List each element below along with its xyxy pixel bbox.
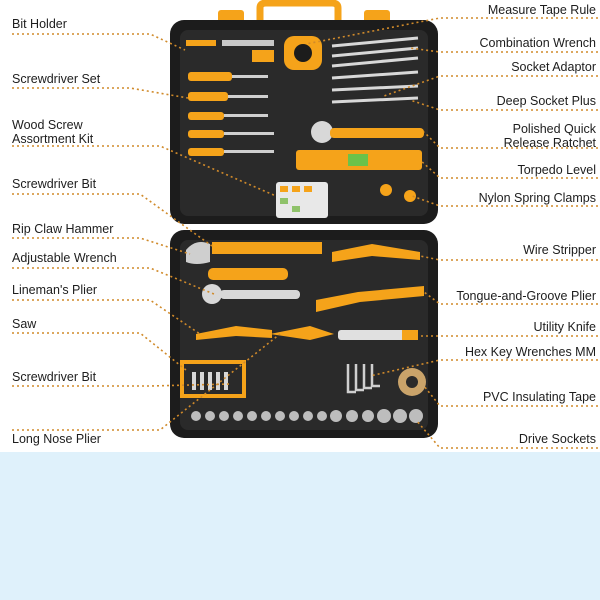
leader-lines bbox=[12, 17, 598, 449]
label-socket-adaptor: Socket Adaptor bbox=[511, 60, 596, 74]
label-tongue-groove-plier: Tongue-and-Groove Plier bbox=[456, 289, 596, 303]
label-deep-socket-plus: Deep Socket Plus bbox=[496, 94, 596, 108]
label-screwdriver-set: Screwdriver Set bbox=[12, 72, 101, 86]
label-rip-claw-hammer: Rip Claw Hammer bbox=[12, 222, 114, 236]
utility-knife bbox=[338, 330, 418, 340]
label-bit-holder: Bit Holder bbox=[12, 17, 67, 31]
label-torpedo-level: Torpedo Level bbox=[517, 163, 596, 177]
hammer-handle bbox=[208, 268, 288, 280]
wood-screw-box bbox=[276, 182, 328, 218]
hex-keys bbox=[346, 364, 380, 394]
label-wood-screw-kit: Wood Screw Assortment Kit bbox=[12, 118, 94, 146]
label-saw: Saw bbox=[12, 317, 37, 331]
label-hex-key-wrenches: Hex Key Wrenches MM bbox=[464, 345, 596, 359]
long-nose-plier bbox=[270, 326, 334, 340]
bit-strip bbox=[212, 242, 322, 254]
wire-stripper bbox=[332, 244, 420, 262]
tongue-groove-plier bbox=[316, 286, 424, 312]
ratchet-handle bbox=[330, 128, 424, 138]
label-drive-sockets: Drive Sockets bbox=[518, 432, 596, 446]
label-screwdriver-bit-bottom: Screwdriver Bit bbox=[12, 370, 97, 384]
label-wire-stripper: Wire Stripper bbox=[523, 243, 596, 257]
label-long-nose-plier: Long Nose Plier bbox=[12, 432, 101, 446]
adjustable-wrench-handle bbox=[220, 290, 300, 299]
screwdriver-row bbox=[188, 72, 274, 156]
label-linemans-plier: Lineman's Plier bbox=[12, 283, 98, 297]
label-adjustable-wrench: Adjustable Wrench bbox=[12, 251, 117, 265]
label-pvc-tape: PVC Insulating Tape bbox=[482, 390, 596, 404]
label-polished-ratchet: Polished Quick Release Ratchet bbox=[503, 122, 596, 150]
label-measure-tape-rule: Measure Tape Rule bbox=[487, 3, 596, 17]
label-screwdriver-bit-top: Screwdriver Bit bbox=[12, 177, 97, 191]
label-utility-knife: Utility Knife bbox=[533, 320, 596, 334]
combination-wrenches bbox=[331, 36, 419, 104]
lineman-plier bbox=[196, 326, 272, 340]
drive-sockets bbox=[191, 409, 423, 423]
hammer-head bbox=[186, 242, 210, 264]
label-nylon-spring-clamps: Nylon Spring Clamps bbox=[478, 191, 596, 205]
toolbox-handle bbox=[256, 0, 342, 22]
label-combination-wrench: Combination Wrench bbox=[479, 36, 597, 50]
